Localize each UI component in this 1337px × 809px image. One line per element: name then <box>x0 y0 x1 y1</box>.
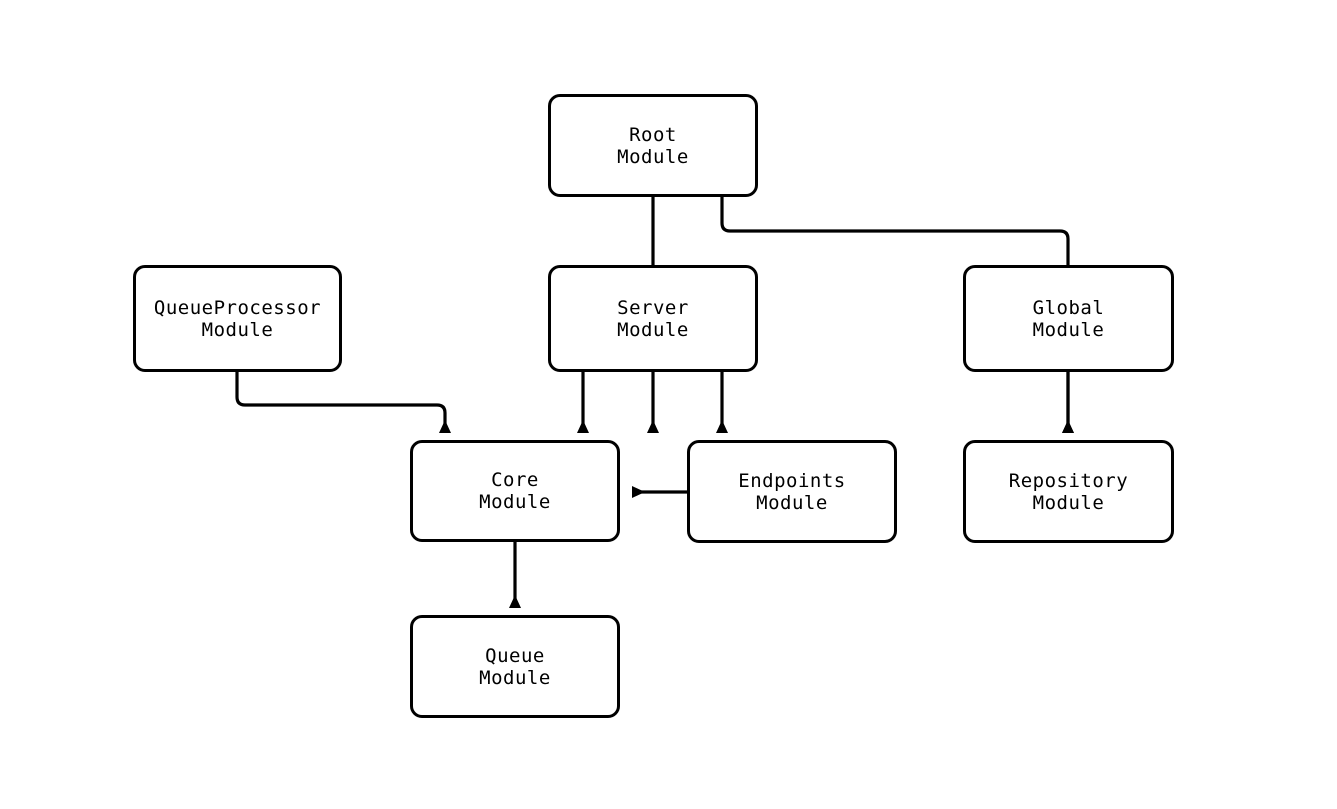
node-queue-module[interactable]: Queue Module <box>410 615 620 718</box>
node-repository-module-line2: Module <box>1032 491 1105 514</box>
node-global-module-line2: Module <box>1032 318 1105 341</box>
node-repository-module[interactable]: Repository Module <box>963 440 1174 543</box>
node-queue-module-line2: Module <box>479 666 551 689</box>
node-server-module-line1: Server <box>617 296 689 319</box>
node-repository-module-line1: Repository <box>1008 469 1129 492</box>
node-root-module-line1: Root <box>629 123 677 146</box>
edge-queueprocessor-to-core <box>235 372 451 433</box>
node-core-module[interactable]: Core Module <box>410 440 620 542</box>
node-server-module-line2: Module <box>617 318 689 341</box>
node-global-module-line1: Global <box>1032 296 1105 319</box>
node-queueprocessor-module[interactable]: QueueProcessor Module <box>133 265 342 372</box>
node-core-module-line1: Core <box>491 469 539 491</box>
node-queue-module-line1: Queue <box>485 644 545 667</box>
node-core-module-line2: Module <box>479 491 551 513</box>
node-queueprocessor-module-line2: Module <box>201 318 274 341</box>
node-endpoints-module-line1: Endpoints <box>738 469 846 492</box>
node-server-module[interactable]: Server Module <box>548 265 758 372</box>
node-endpoints-module-line2: Module <box>756 491 828 514</box>
node-root-module[interactable]: Root Module <box>548 94 758 197</box>
node-endpoints-module[interactable]: Endpoints Module <box>687 440 897 543</box>
node-queueprocessor-module-line1: QueueProcessor <box>153 296 322 319</box>
node-root-module-line2: Module <box>617 145 689 168</box>
node-global-module[interactable]: Global Module <box>963 265 1174 372</box>
